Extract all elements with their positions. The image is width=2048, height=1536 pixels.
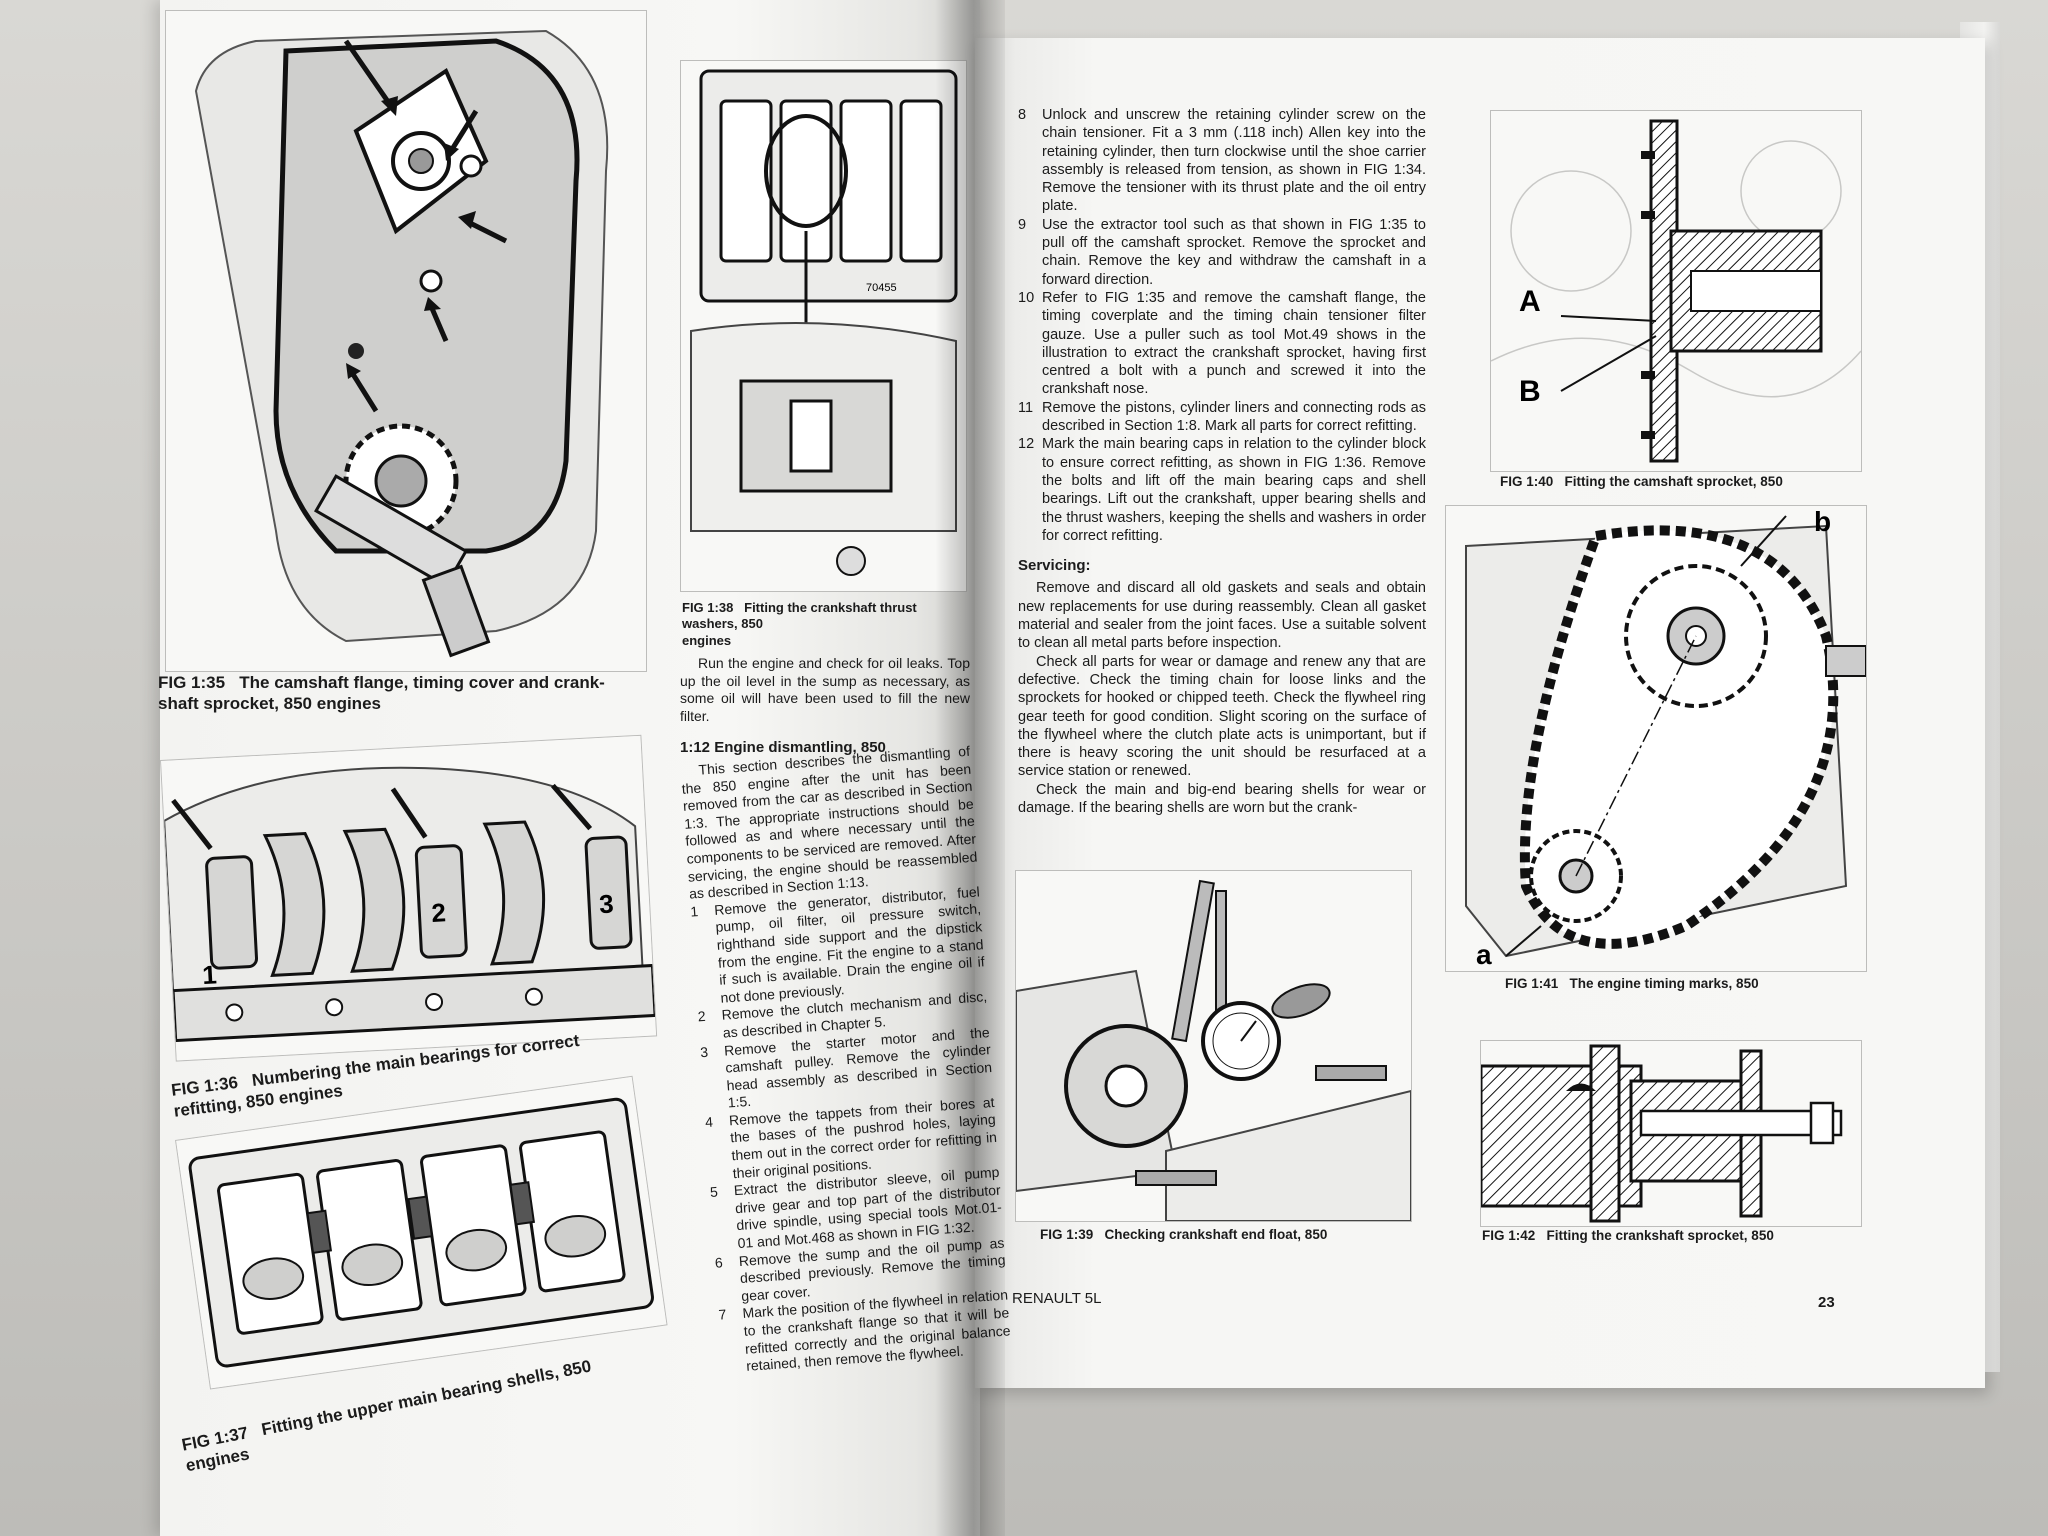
page-number: 23	[1818, 1294, 1835, 1311]
caption-fig-1-40: FIG 1:40 Fitting the camshaft sprocket, …	[1500, 474, 1783, 489]
figure-1-38: 70455	[680, 60, 967, 592]
bearing-label-2: 2	[431, 897, 447, 928]
item-number: 10	[1018, 289, 1035, 306]
label-b: b	[1814, 506, 1831, 537]
procedure-step-item: 11 Remove the pistons, cylinder liners an…	[1018, 399, 1426, 436]
intro-paragraph: Run the engine and check for oil leaks. …	[680, 655, 970, 724]
item-number: 3	[699, 1043, 709, 1060]
figure-1-40: A B	[1490, 110, 1862, 472]
item-number: 6	[714, 1253, 724, 1271]
procedure-step-item: 9 Use the extractor tool such as that sho…	[1018, 216, 1426, 289]
procedure-step-item: 10 Refer to FIG 1:35 and remove the camsh…	[1018, 289, 1426, 399]
label-a: a	[1476, 939, 1492, 970]
figure-1-37	[175, 1075, 668, 1390]
main-bearings-illustration: 1 2 3	[161, 735, 657, 1061]
servicing-paragraph: Check the main and big-end bearing shell…	[1018, 781, 1426, 816]
caption-fig-1-35: FIG 1:35 The camshaft flange, timing cov…	[158, 673, 605, 714]
figure-1-41: b a	[1445, 505, 1867, 972]
thrust-washers-illustration: 70455	[681, 61, 966, 591]
left-text-column: Run the engine and check for oil leaks. …	[680, 655, 1011, 1379]
item-number: 4	[704, 1113, 714, 1130]
figure-1-39	[1015, 870, 1412, 1222]
upper-bearing-shells-illustration	[176, 1076, 667, 1389]
caption-fig-1-41: FIG 1:41 The engine timing marks, 850	[1505, 976, 1759, 991]
item-number: 12	[1018, 436, 1035, 453]
bearing-label-1: 1	[202, 959, 218, 990]
item-text: Refer to FIG 1:35 and remove the camshaf…	[1042, 289, 1426, 398]
item-number: 1	[689, 902, 699, 920]
item-number: 2	[697, 1008, 707, 1025]
camshaft-sprocket-illustration: A B	[1491, 111, 1861, 471]
timing-marks-illustration: b a	[1446, 506, 1866, 971]
right-text-column: 8 Unlock and unscrew the retaining cylind…	[1018, 106, 1426, 817]
caption-fig-1-38: FIG 1:38 Fitting the crankshaft thrust w…	[682, 600, 917, 648]
item-number: 8	[1018, 107, 1027, 123]
dial-gauge-illustration	[1016, 871, 1411, 1221]
servicing-paragraphs: Remove and discard all old gaskets and s…	[1018, 579, 1426, 817]
item-text: Use the extractor tool such as that show…	[1042, 216, 1426, 288]
figure-ref-number: 70455	[866, 282, 897, 294]
procedure-list: 8 Unlock and unscrew the retaining cylind…	[1018, 106, 1426, 545]
figure-1-36: 1 2 3	[160, 734, 658, 1062]
servicing-paragraph: Check all parts for wear or damage and r…	[1018, 653, 1426, 780]
book-spine-shadow	[935, 0, 1005, 1536]
caption-fig-1-39: FIG 1:39 Checking crankshaft end float, …	[1040, 1227, 1328, 1242]
label-A: A	[1519, 285, 1541, 318]
figure-1-35	[165, 10, 647, 672]
bearing-label-3: 3	[598, 888, 614, 919]
item-number: 11	[1018, 399, 1034, 416]
item-number: 7	[718, 1306, 727, 1324]
footer-book-title: RENAULT 5L	[1012, 1290, 1102, 1307]
servicing-heading: Servicing:	[1018, 557, 1091, 575]
item-number: 9	[1018, 216, 1027, 233]
caption-fig-1-42: FIG 1:42 Fitting the crankshaft sprocket…	[1482, 1228, 1774, 1243]
crankshaft-sprocket-illustration	[1481, 1041, 1861, 1226]
procedure-step-item: 8 Unlock and unscrew the retaining cylind…	[1018, 106, 1426, 216]
servicing-paragraph: Remove and discard all old gaskets and s…	[1018, 580, 1426, 652]
item-number: 5	[709, 1183, 719, 1201]
item-text: Remove the pistons, cylinder liners and …	[1042, 399, 1426, 435]
procedure-step-item: 12 Mark the main bearing caps in relation…	[1018, 435, 1426, 545]
item-text: Mark the main bearing caps in relation t…	[1042, 436, 1426, 544]
figure-1-42	[1480, 1040, 1862, 1227]
item-text: Unlock and unscrew the retaining cylinde…	[1042, 107, 1426, 215]
camshaft-flange-illustration	[166, 11, 646, 671]
section-heading-1-12: 1:12 Engine dismantling, 850	[680, 739, 886, 757]
label-B: B	[1519, 375, 1541, 408]
